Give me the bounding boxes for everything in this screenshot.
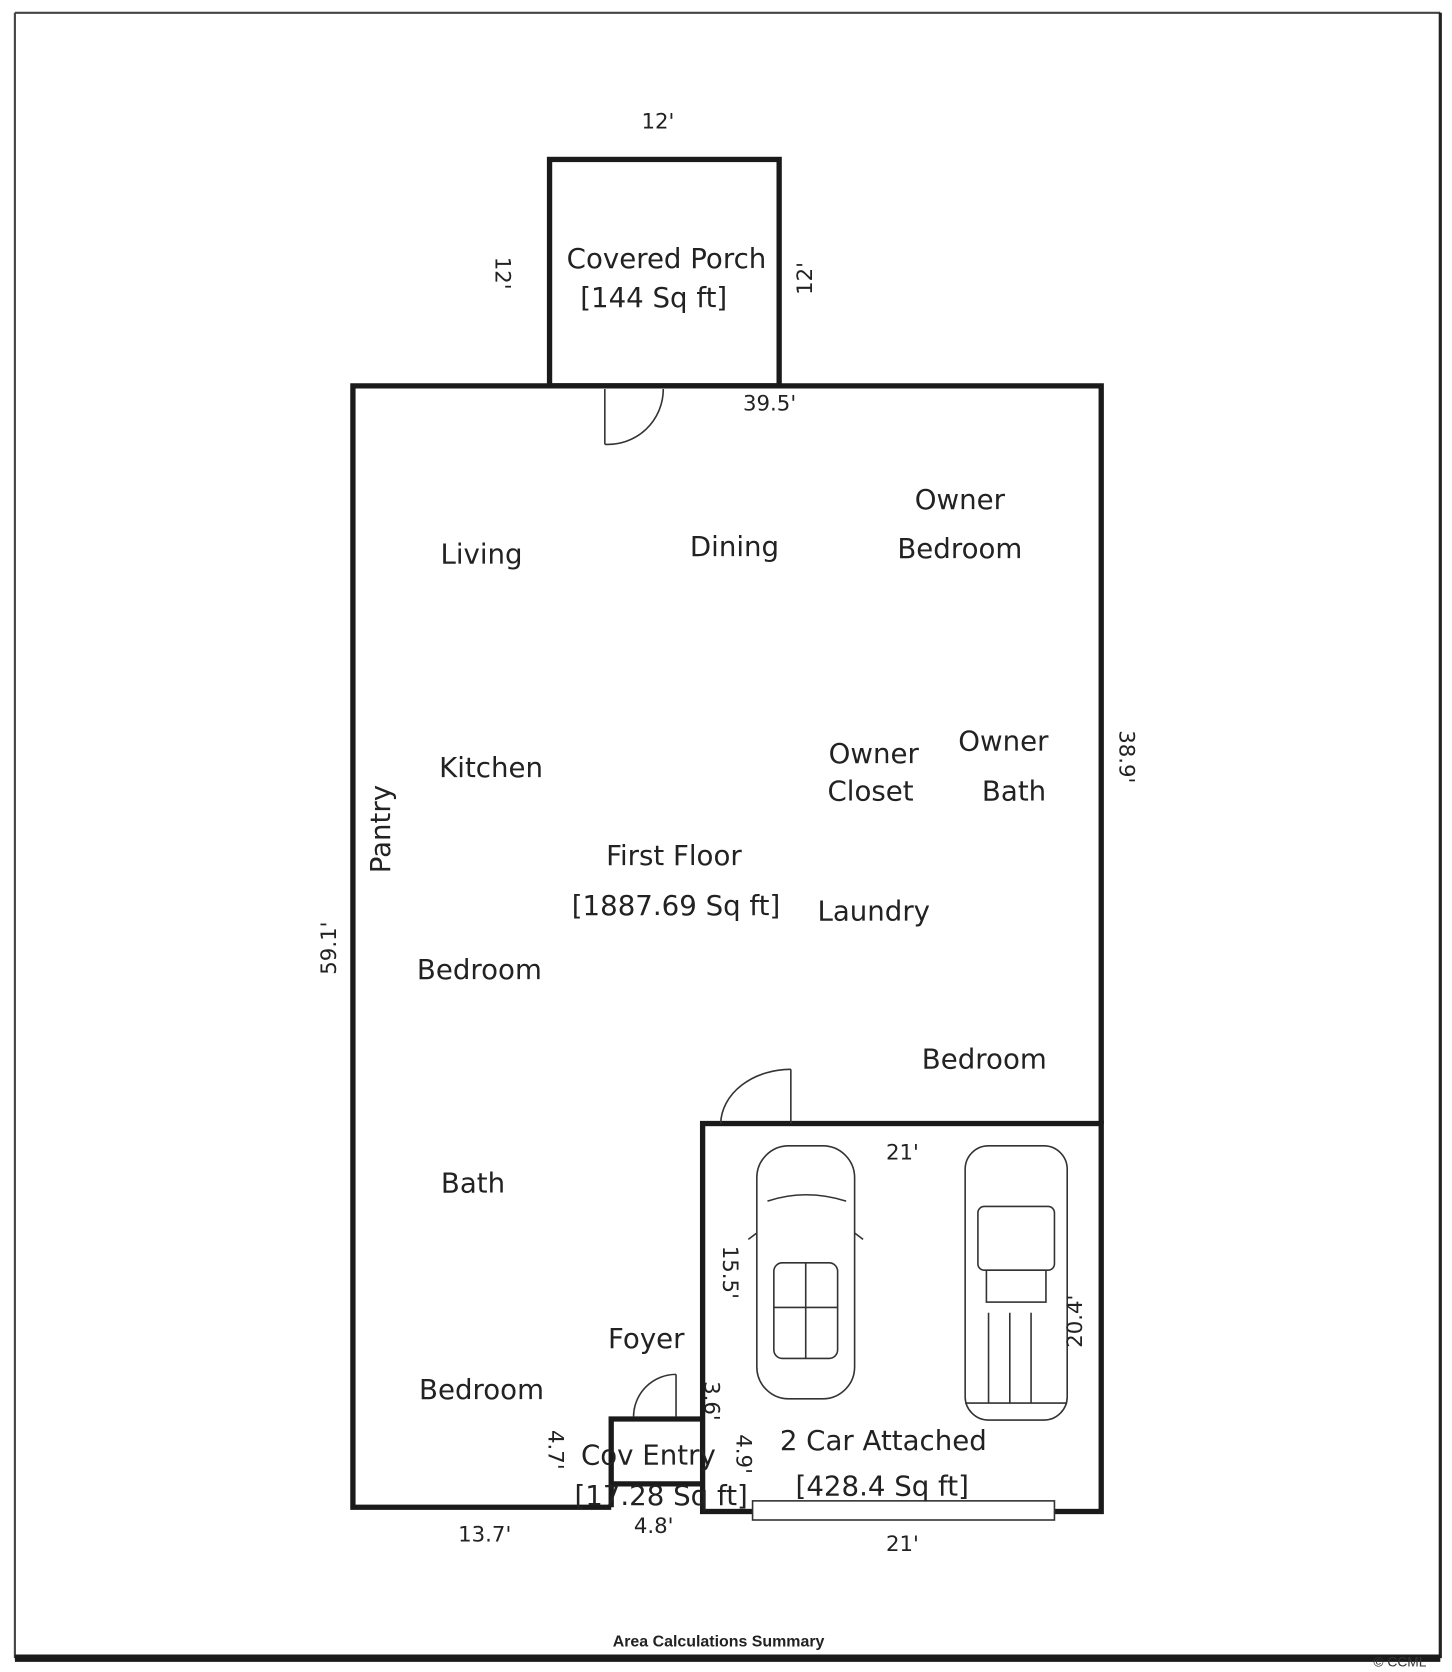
car-suv-icon bbox=[964, 1145, 1068, 1421]
dim-main-top: 39.5' bbox=[743, 391, 796, 416]
garage-entry-door-icon bbox=[719, 1068, 792, 1124]
dim-entry-right: 3.6' bbox=[699, 1381, 724, 1421]
cov-entry-label: Cov Entry bbox=[581, 1439, 716, 1472]
owner-bedroom-label-2: Bedroom bbox=[897, 532, 1022, 565]
garage-door bbox=[751, 1500, 1056, 1521]
main-house-wall bbox=[350, 383, 1104, 1510]
laundry-label: Laundry bbox=[817, 895, 930, 928]
dim-garage-bottom: 21' bbox=[886, 1532, 919, 1557]
owner-bath-label-2: Bath bbox=[982, 774, 1046, 807]
first-floor-area: [1887.69 Sq ft] bbox=[572, 889, 781, 922]
car-convertible-icon bbox=[747, 1145, 864, 1400]
dim-entry-bottom: 4.8' bbox=[634, 1514, 674, 1539]
cov-entry-area: [17.28 Sq ft] bbox=[574, 1479, 747, 1512]
dining-label: Dining bbox=[690, 530, 779, 563]
first-floor-label: First Floor bbox=[606, 839, 742, 872]
dim-garage-top: 21' bbox=[886, 1141, 919, 1166]
watermark: © CCML bbox=[1373, 1654, 1426, 1670]
dim-garage-entry: 4.9' bbox=[731, 1434, 756, 1474]
bedroom-bottom-label: Bedroom bbox=[419, 1373, 544, 1406]
owner-bedroom-label-1: Owner bbox=[915, 483, 1006, 516]
cov-entry-door-icon bbox=[632, 1373, 677, 1417]
dim-garage-right: 20.4' bbox=[1063, 1295, 1088, 1348]
front-door-icon bbox=[604, 389, 665, 446]
dim-porch-left: 12' bbox=[489, 257, 514, 290]
dim-garage-left: 15.5' bbox=[717, 1246, 742, 1299]
covered-porch-label: Covered Porch bbox=[567, 242, 767, 275]
dim-porch-right: 12' bbox=[793, 262, 818, 295]
pantry-label: Pantry bbox=[364, 785, 397, 873]
dim-main-bottom: 13.7' bbox=[458, 1522, 511, 1547]
kitchen-label: Kitchen bbox=[439, 751, 543, 784]
dim-main-left: 59.1' bbox=[317, 922, 342, 975]
garage-area: [428.4 Sq ft] bbox=[796, 1470, 969, 1503]
living-label: Living bbox=[440, 537, 522, 570]
dim-main-right: 38.9' bbox=[1113, 730, 1138, 783]
area-summary-title: Area Calculations Summary bbox=[613, 1633, 825, 1650]
owner-closet-label-1: Owner bbox=[829, 737, 920, 770]
owner-bath-label-1: Owner bbox=[958, 724, 1049, 757]
garage-label: 2 Car Attached bbox=[780, 1424, 987, 1457]
bedroom-right-label: Bedroom bbox=[922, 1042, 1047, 1075]
dim-entry-left: 4.7' bbox=[542, 1430, 567, 1470]
foyer-label: Foyer bbox=[608, 1322, 685, 1355]
bedroom-left-label: Bedroom bbox=[417, 953, 542, 986]
owner-closet-label-2: Closet bbox=[828, 774, 914, 807]
bath-label: Bath bbox=[441, 1167, 505, 1200]
cov-entry-wall bbox=[608, 1416, 703, 1508]
covered-porch-area: [144 Sq ft] bbox=[580, 281, 727, 314]
dim-porch-top: 12' bbox=[642, 110, 675, 135]
